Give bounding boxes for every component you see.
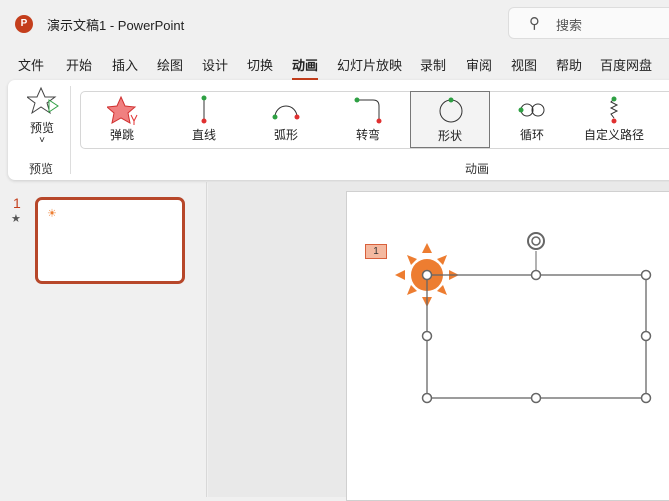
custom-path-path-icon [609, 96, 619, 124]
tab-8[interactable]: 录制 [420, 58, 447, 73]
tab-2[interactable]: 插入 [112, 58, 139, 73]
turn-path-icon [354, 97, 382, 124]
chevron-down-icon: ˅ [39, 135, 45, 146]
animation-star-icon: ★ [11, 213, 21, 225]
bounce-path-icon [107, 95, 138, 125]
slide-number: 1 [13, 195, 21, 211]
preview-button[interactable]: 预览 ˅ [22, 86, 62, 148]
tab-12[interactable]: 百度网盘 [600, 58, 653, 73]
animation-gallery [80, 91, 669, 149]
group-label-preview: 预览 [29, 162, 54, 176]
slide-thumbnail-pane [0, 182, 207, 497]
selected-shape[interactable] [395, 225, 669, 415]
search-box[interactable]: ⚲ 搜索 [508, 7, 669, 39]
shape-path-icon [439, 97, 463, 123]
gallery-item-bounce[interactable]: 弹跳 [82, 91, 162, 148]
gallery-item-shape[interactable]: 形状 [410, 91, 490, 148]
divider [70, 86, 71, 174]
gallery-item-label: 弹跳 [109, 128, 134, 142]
tab-0[interactable]: 文件 [18, 58, 45, 73]
gallery-item-custom-path[interactable]: 自定义路径 [574, 91, 654, 148]
gallery-item-label: 直线 [191, 128, 216, 142]
tab-7[interactable]: 幻灯片放映 [337, 58, 403, 73]
loop-path-icon [518, 103, 545, 117]
gallery-item-loop[interactable]: 循环 [492, 91, 572, 148]
arc-path-icon [272, 105, 300, 120]
gallery-item-label: 形状 [437, 129, 462, 143]
preview-star-icon [25, 86, 59, 115]
gallery-item-line[interactable]: 直线 [164, 91, 244, 148]
rotate-handle-icon[interactable] [527, 232, 545, 250]
slide-thumbnail-1[interactable]: ☀ [35, 197, 185, 284]
window-title: 演示文稿1 - PowerPoint [47, 18, 185, 33]
animation-tag[interactable]: 1 [365, 244, 387, 259]
tab-1[interactable]: 开始 [66, 58, 93, 73]
line-path-icon [201, 95, 207, 124]
search-placeholder: 搜索 [556, 18, 583, 33]
tab-4[interactable]: 设计 [202, 58, 229, 73]
search-icon: ⚲ [529, 15, 540, 32]
gallery-item-label: 自定义路径 [583, 128, 644, 142]
gallery-item-label: 循环 [519, 128, 544, 142]
tab-3[interactable]: 绘图 [157, 58, 184, 73]
tab-11[interactable]: 帮助 [556, 58, 583, 73]
sun-icon: ☀ [47, 208, 57, 220]
tab-5[interactable]: 切换 [247, 58, 274, 73]
gallery-item-arc[interactable]: 弧形 [246, 91, 326, 148]
group-label-animation: 动画 [465, 162, 490, 176]
preview-label: 预览 [29, 121, 54, 135]
tab-9[interactable]: 审阅 [466, 58, 493, 73]
tab-6[interactable]: 动画 [292, 55, 319, 80]
slide-canvas[interactable] [346, 191, 669, 501]
gallery-item-label: 弧形 [273, 128, 298, 142]
tab-10[interactable]: 视图 [511, 58, 538, 73]
gallery-item-label: 转弯 [355, 128, 380, 142]
app-logo: P [15, 15, 33, 33]
gallery-item-turn[interactable]: 转弯 [328, 91, 408, 148]
resize-handles[interactable] [421, 269, 652, 404]
